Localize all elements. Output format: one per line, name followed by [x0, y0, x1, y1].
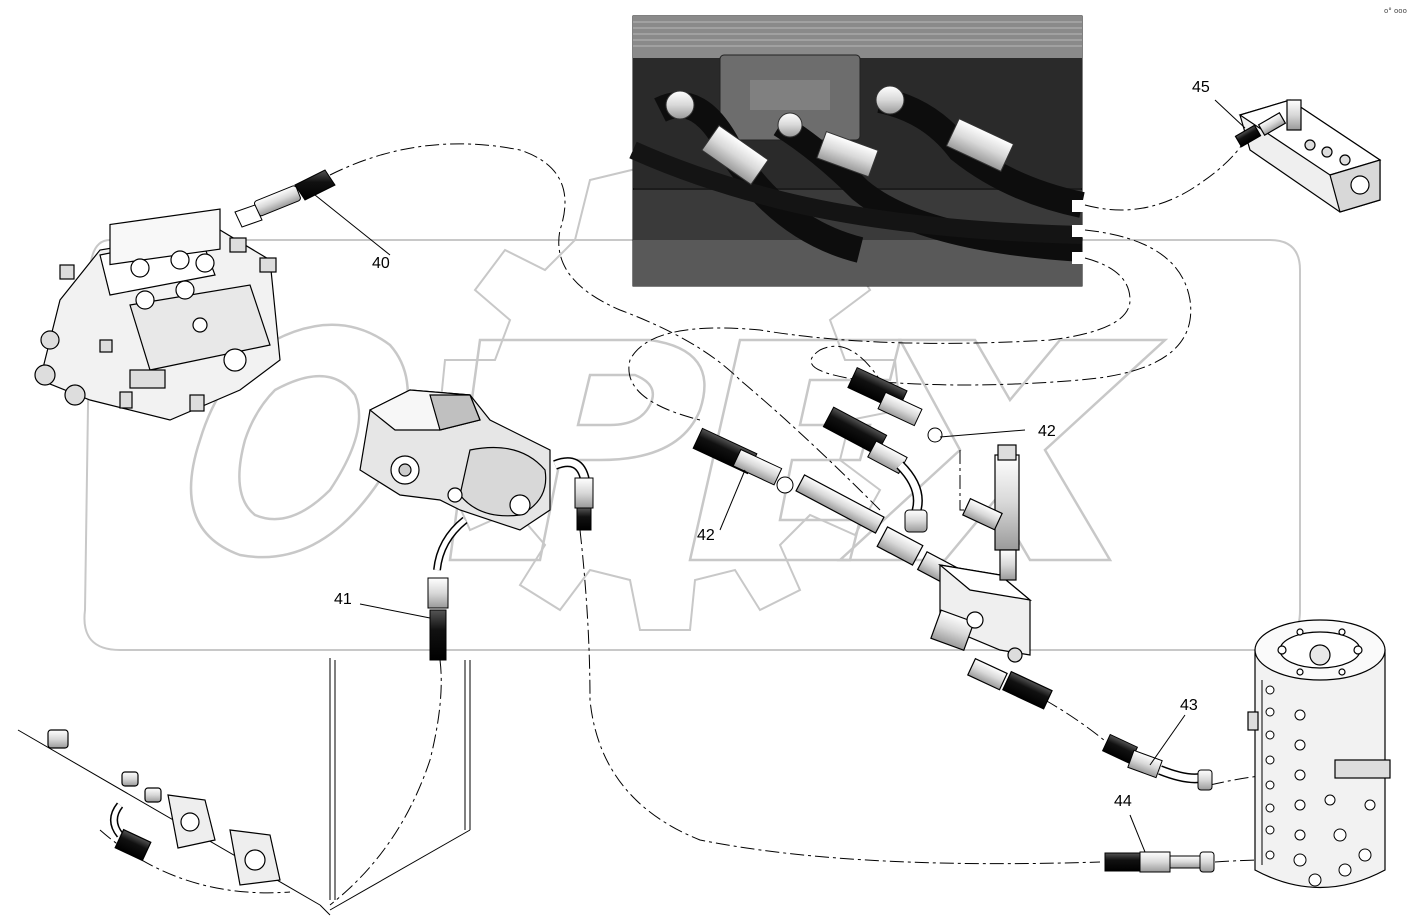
hose-41 — [359, 516, 468, 661]
callout-43: 43 — [1180, 697, 1198, 714]
callout-40: 40 — [372, 255, 390, 272]
callout-45: 45 — [1192, 79, 1210, 96]
valve-manifold — [795, 444, 1053, 710]
fitting-block-45 — [1214, 99, 1382, 213]
routing-lines — [99, 139, 1269, 906]
hose-42-left — [692, 427, 794, 531]
hose-40 — [234, 169, 391, 256]
callout-42-left: 42 — [697, 527, 715, 544]
hose-43 — [1101, 714, 1213, 791]
hydraulic-pump — [359, 389, 551, 531]
watermark-letters — [189, 323, 1169, 562]
tank-fittings — [47, 729, 281, 886]
callout-42-right: 42 — [1038, 423, 1056, 440]
hose-42-mid — [822, 406, 928, 533]
callout-41: 41 — [334, 591, 352, 608]
photo-inset — [629, 15, 1085, 287]
callout-44: 44 — [1114, 793, 1132, 810]
corner-mark: o° ooo — [1384, 7, 1407, 15]
control-valve — [34, 208, 281, 421]
hose-42-upper — [847, 366, 1026, 443]
hose-elbow-right — [553, 457, 594, 531]
hose-44 — [1104, 814, 1215, 873]
rotary-swivel — [1247, 619, 1391, 889]
